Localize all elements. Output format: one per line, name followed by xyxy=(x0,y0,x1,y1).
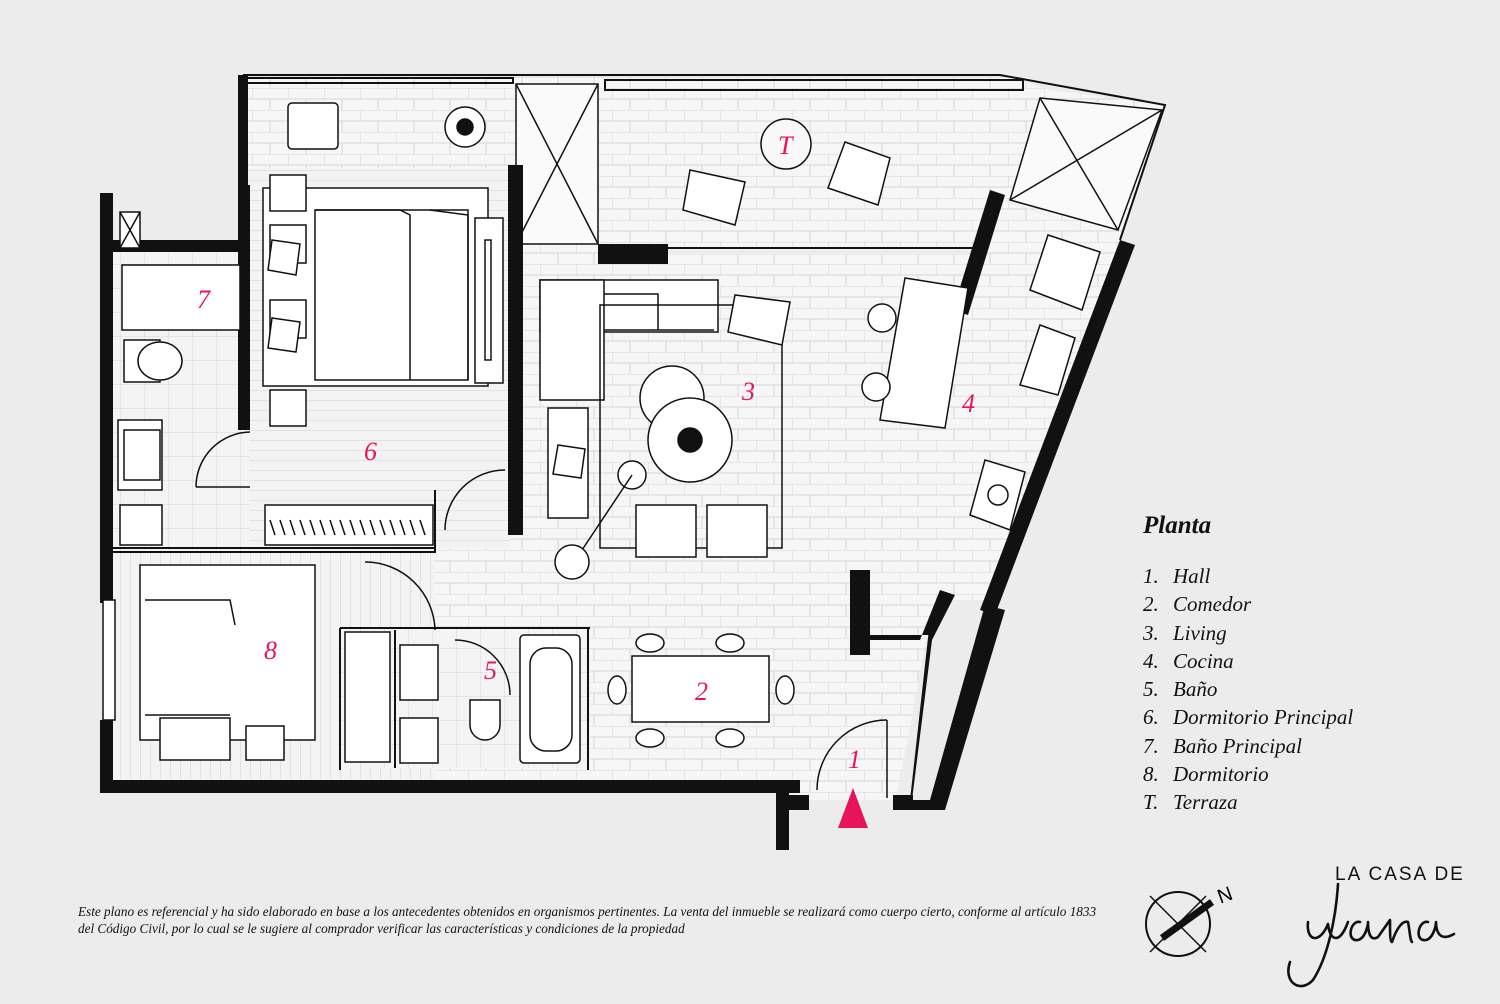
room-label-1: 1 xyxy=(848,745,861,774)
dining-furniture xyxy=(607,633,888,798)
room-label-6: 6 xyxy=(364,437,377,466)
bath-2-fixtures xyxy=(344,631,581,764)
legend-item: 6.Dormitorio Principal xyxy=(1143,705,1354,730)
legend-item: 2.Comedor xyxy=(1143,592,1252,617)
legend-item: 5.Baño xyxy=(1143,677,1218,702)
logo-script xyxy=(1287,882,1456,988)
disclaimer-text: Este plano es referencial y ha sido elab… xyxy=(78,904,1097,936)
plant-icon xyxy=(456,118,474,136)
bedroom-2-furniture xyxy=(139,561,436,761)
legend-item: 1.Hall xyxy=(1143,564,1211,588)
room-labels: 1 2 3 4 5 6 7 8 T xyxy=(197,131,975,774)
entry-arrow-icon xyxy=(838,788,868,828)
legend-item: 8.Dormitorio xyxy=(1143,762,1269,787)
legend-item: 3.Living xyxy=(1143,620,1227,645)
room-label-4: 4 xyxy=(962,389,975,418)
terrace-planters xyxy=(515,83,1164,245)
partitions xyxy=(112,74,1167,770)
room-label-5: 5 xyxy=(484,656,497,685)
compass-north-label: N xyxy=(1215,883,1236,909)
legend-item: 4.Cocina xyxy=(1143,648,1234,673)
compass-icon: N xyxy=(1145,883,1236,957)
bedroom-main-furniture xyxy=(195,174,506,546)
room-label-t: T xyxy=(778,131,794,160)
living-furniture xyxy=(539,279,791,580)
legend-item: 7.Baño Principal xyxy=(1143,733,1302,758)
room-label-2: 2 xyxy=(695,677,708,706)
windows xyxy=(102,211,141,721)
logo-top-text: LA CASA DE xyxy=(1335,864,1465,885)
room-label-7: 7 xyxy=(197,285,211,314)
bath-main-fixtures xyxy=(117,264,241,546)
legend-list: 1.Hall 2.Comedor 3.Living 4.Cocina 5.Bañ… xyxy=(1143,562,1353,817)
terrace-furniture xyxy=(287,102,891,226)
kitchen-fixtures xyxy=(861,234,1101,531)
room-label-8: 8 xyxy=(264,636,277,665)
legend: Planta 1.Hall 2.Comedor 3.Living 4.Cocin… xyxy=(1143,512,1353,817)
room-label-3: 3 xyxy=(741,377,755,406)
legend-title: Planta xyxy=(1143,512,1212,539)
logo: LA CASA DE xyxy=(1278,862,1468,994)
legend-item: T.Terraza xyxy=(1143,790,1238,815)
walls xyxy=(100,75,1135,850)
